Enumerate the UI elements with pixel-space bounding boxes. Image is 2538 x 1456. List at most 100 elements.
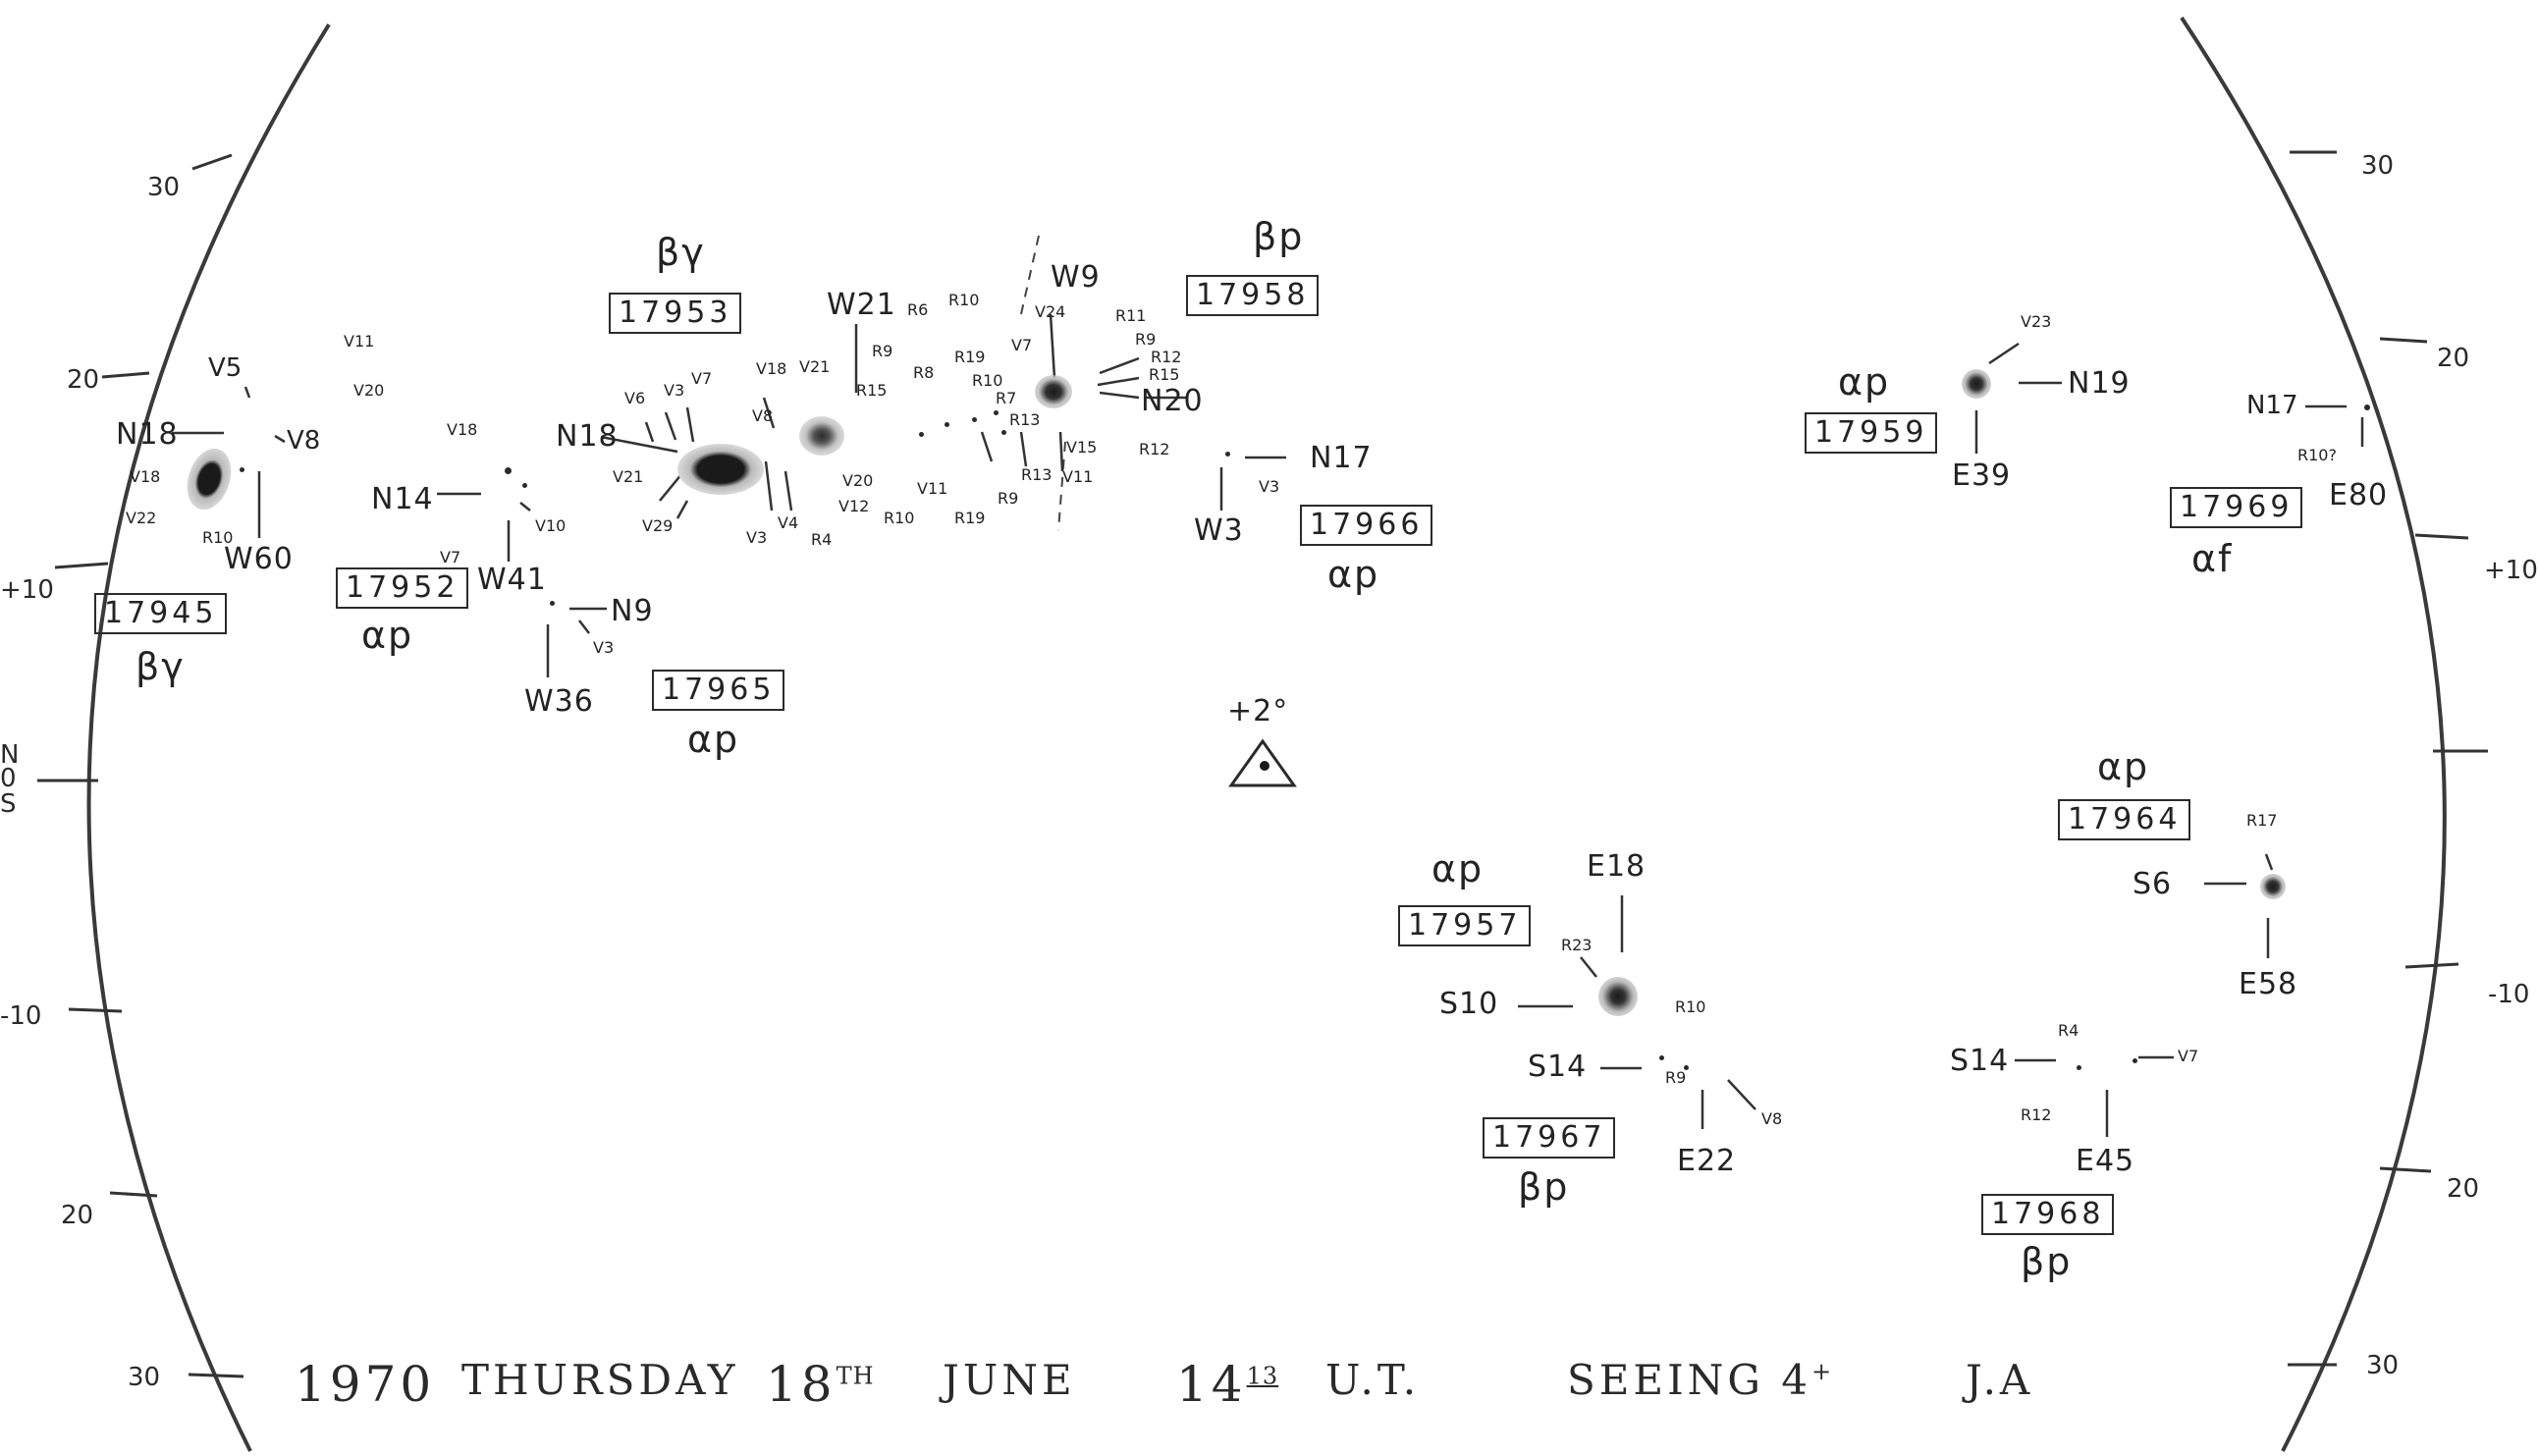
tick-left-plus10: +10 (0, 575, 54, 605)
tick-right-20-top: 20 (2437, 344, 2470, 373)
footer-year: 1970 (295, 1356, 436, 1413)
group-class: αp (1838, 360, 1891, 404)
tick-left-30-bottom: 30 (128, 1363, 161, 1392)
label-s: S14 (1950, 1044, 2010, 1078)
label-r: R19 (954, 348, 986, 366)
label-r: R17 (2246, 811, 2278, 830)
label-w: W41 (477, 563, 547, 597)
label-v: V7 (1011, 336, 1033, 354)
center-marker-label: +2° (1227, 694, 1289, 728)
group-number: 17964 (2058, 799, 2191, 840)
label-e: E80 (2329, 478, 2389, 512)
label-v: V4 (778, 513, 799, 532)
group-class: βγ (135, 645, 186, 688)
label-w: W21 (827, 288, 896, 322)
label-v: V18 (447, 420, 478, 439)
label-s: S14 (1528, 1050, 1588, 1084)
footer-time-unit: U.T. (1325, 1356, 1421, 1404)
label-v: V3 (593, 638, 615, 657)
edge-letter-s: S (0, 789, 17, 819)
tick-left-30-top: 30 (147, 173, 181, 202)
label-v: V11 (917, 479, 948, 498)
label-n: N14 (371, 482, 434, 516)
label-r: R10 (948, 291, 980, 309)
label-w: W60 (224, 542, 294, 576)
label-v: V7 (440, 548, 461, 566)
label-s: S10 (1439, 987, 1499, 1021)
label-v: V7 (691, 369, 713, 388)
label-r: R12 (1151, 348, 1182, 366)
label-v: V3 (1259, 477, 1280, 496)
label-e: E22 (1677, 1144, 1737, 1178)
label-v: V20 (842, 471, 874, 490)
label-w: W36 (524, 684, 594, 719)
footer-seeing-text: SEEING 4 (1567, 1356, 1812, 1404)
label-v: V24 (1035, 302, 1066, 321)
footer-date-number: 18 (766, 1356, 837, 1413)
footer-time: 1413 (1176, 1360, 1278, 1409)
group-class: βp (1518, 1165, 1570, 1209)
label-v: V8 (1761, 1109, 1783, 1128)
label-r: R15 (856, 381, 888, 400)
group-number: 17967 (1483, 1117, 1616, 1159)
label-r: R11 (1115, 306, 1147, 325)
label-r: R8 (913, 363, 935, 382)
footer-month: JUNE (943, 1356, 1076, 1404)
group-number: 17966 (1300, 505, 1433, 546)
tick-left-20-top: 20 (67, 365, 100, 395)
edge-letter-n: N (0, 740, 20, 770)
label-r: R4 (2058, 1021, 2079, 1040)
label-e: E39 (1952, 458, 2012, 493)
label-v11: V11 (344, 332, 375, 351)
footer-seeing-mark: + (1811, 1358, 1833, 1385)
label-v: V10 (535, 516, 567, 535)
label-r: R9 (872, 342, 893, 360)
label-v: V15 (1066, 438, 1098, 457)
group-class: αp (2097, 745, 2150, 788)
group-class: αp (1431, 847, 1485, 890)
footer-time-hour: 14 (1176, 1356, 1247, 1413)
label-n: N17 (1310, 441, 1373, 475)
footer-date: 18TH (766, 1360, 875, 1409)
label-r: R4 (811, 530, 833, 549)
label-r: R9 (998, 489, 1019, 508)
footer-time-min: 13 (1246, 1362, 1279, 1390)
label-r: R6 (907, 300, 929, 319)
label-n: N17 (2246, 391, 2298, 420)
footer-seeing: SEEING 4+ (1567, 1360, 1832, 1401)
label-r: R10 (884, 509, 915, 527)
label-v: V7 (2178, 1047, 2199, 1065)
label-r: R19 (954, 509, 986, 527)
label-v: V21 (613, 467, 644, 486)
group-class: αp (361, 614, 414, 657)
label-v: V3 (664, 381, 685, 400)
group-class: αp (687, 718, 740, 761)
tick-right-30-top: 30 (2361, 151, 2395, 181)
footer-date-suffix: TH (836, 1362, 875, 1390)
label-w: W9 (1051, 260, 1101, 295)
label-v: V6 (624, 389, 646, 407)
label-r: R10? (2297, 446, 2337, 464)
group-class: αp (1327, 553, 1380, 596)
label-r: R9 (1135, 330, 1157, 349)
label-v: V12 (838, 497, 870, 515)
label-w: W3 (1194, 513, 1244, 548)
label-r: R10 (202, 528, 234, 547)
label-v: V18 (756, 359, 787, 378)
label-v: V22 (126, 509, 157, 527)
left-limb-arc (86, 23, 331, 1452)
label-e: E58 (2239, 967, 2298, 1001)
label-r: R10 (1675, 998, 1706, 1016)
group-class: βp (1253, 215, 1305, 258)
group-number: 17952 (336, 567, 469, 609)
label-r: R12 (2021, 1105, 2052, 1124)
group-number: 17959 (1805, 412, 1938, 454)
group-number: 17969 (2170, 487, 2303, 528)
label-v: V23 (2021, 312, 2052, 331)
label-r: R10 (972, 371, 1003, 390)
label-v20: V20 (353, 381, 385, 400)
group-class: βp (2021, 1240, 2073, 1283)
group-number: 17958 (1186, 275, 1320, 316)
